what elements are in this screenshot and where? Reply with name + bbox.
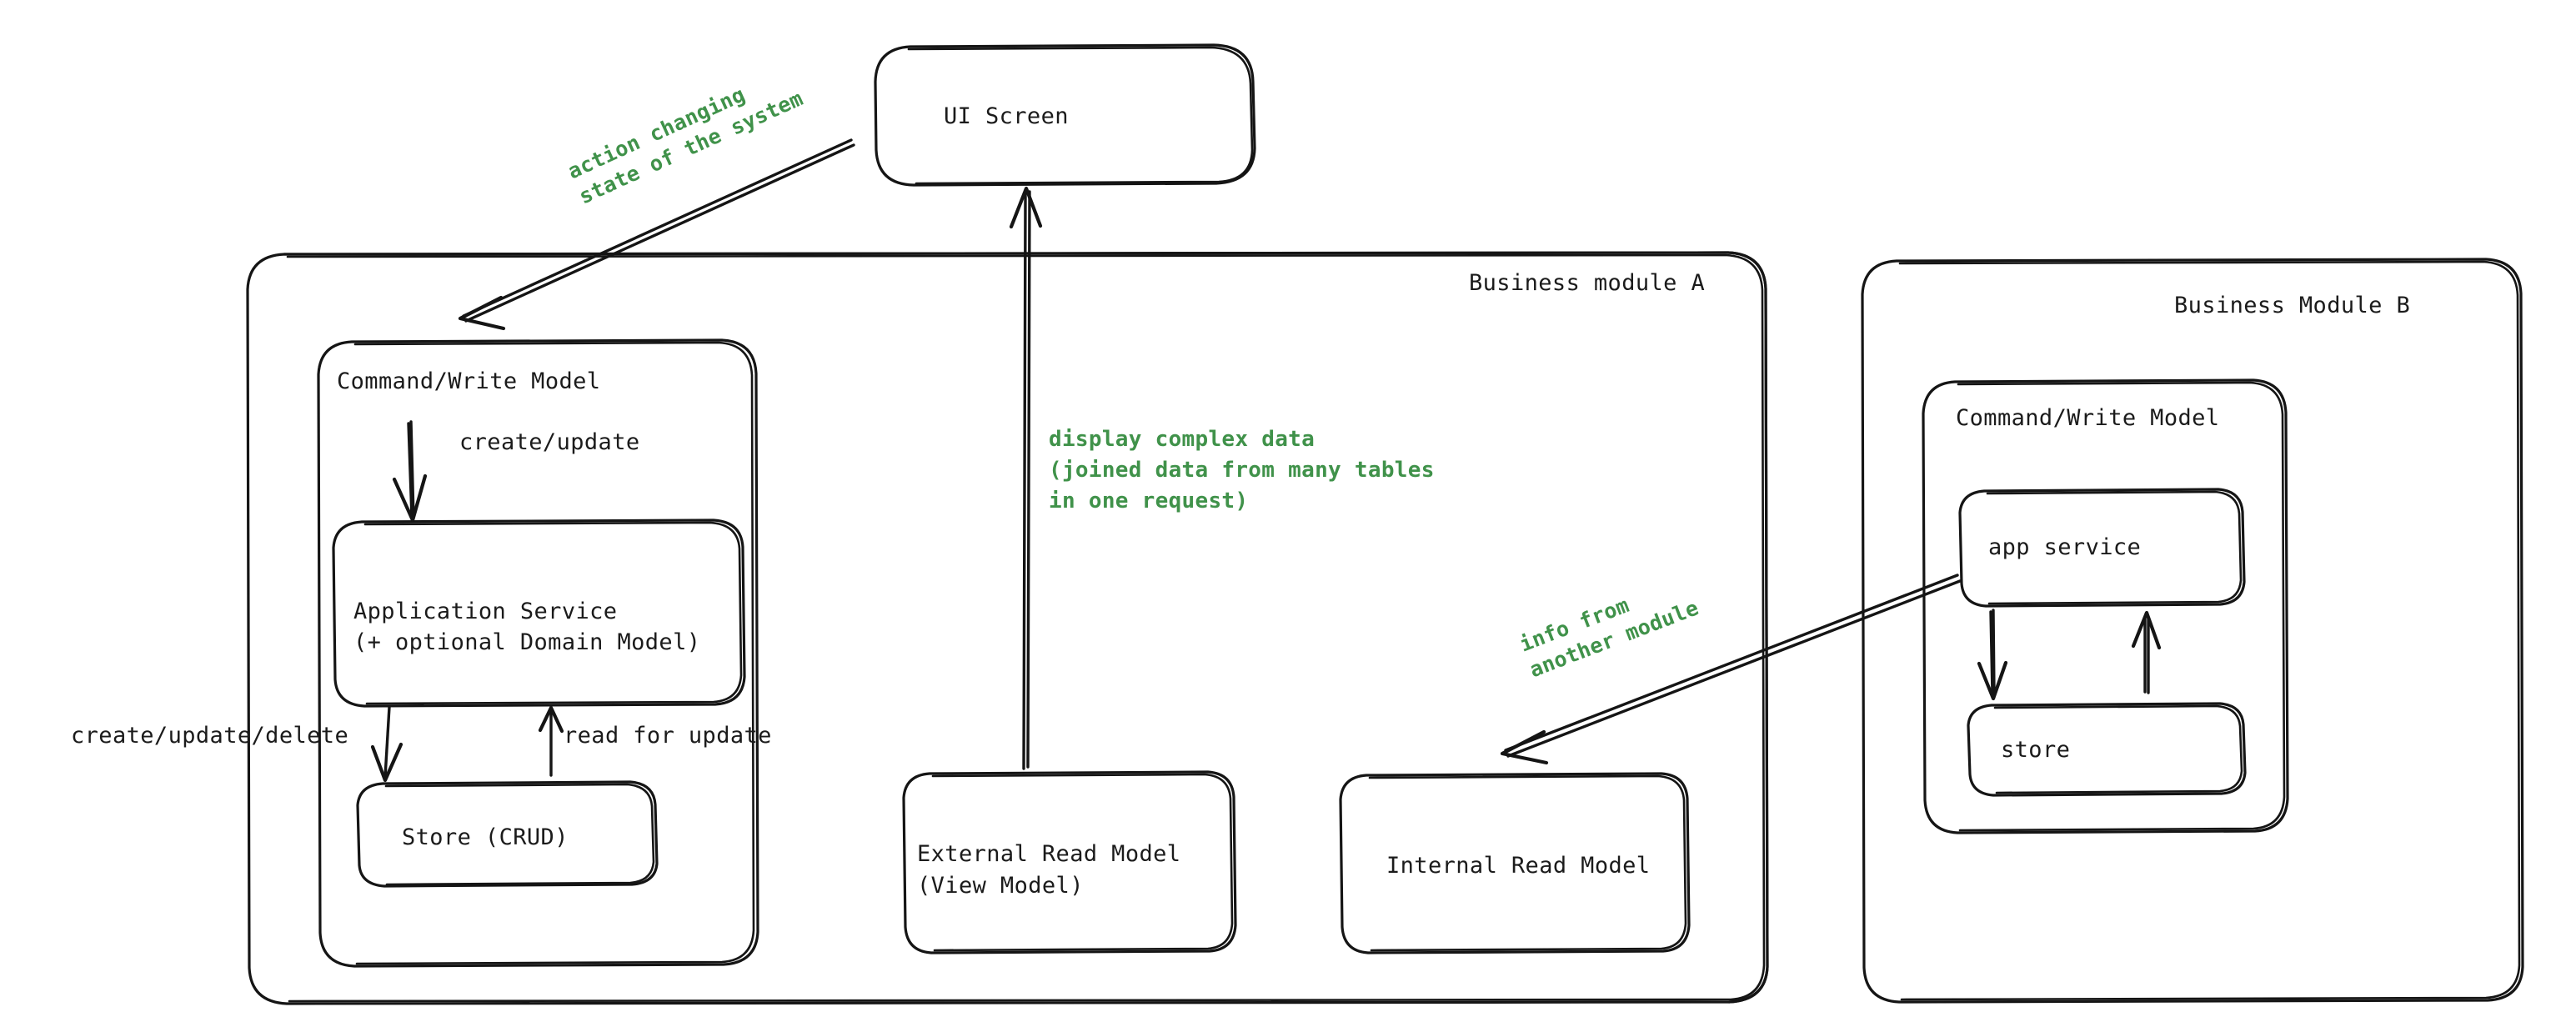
- node-store-b-label: store: [2001, 737, 2070, 763]
- container-module-b-command-write-model[interactable]: Command/Write Model: [1922, 378, 2289, 834]
- node-external-read-model-line2: (View Model): [917, 873, 1084, 899]
- container-business-module-a[interactable]: Business module A: [246, 251, 1769, 1005]
- node-ui-screen-label: UI Screen: [944, 103, 1069, 129]
- node-external-read-model[interactable]: External Read Model (View Model): [902, 770, 1237, 954]
- node-app-service-b[interactable]: app service: [1958, 488, 2246, 608]
- node-store-b[interactable]: store: [1967, 702, 2247, 797]
- arrow-create-update-delete: [370, 705, 403, 783]
- node-internal-read-model-label: Internal Read Model: [1386, 853, 1650, 879]
- node-app-service-b-label: app service: [1988, 534, 2141, 560]
- node-internal-read-model[interactable]: Internal Read Model: [1339, 772, 1691, 954]
- edge-label-read-for-update: read for update: [564, 723, 772, 749]
- container-module-a-command-write-model[interactable]: Command/Write Model: [317, 338, 759, 968]
- svg-text:(joined data from many tables: (joined data from many tables: [1049, 458, 1435, 483]
- container-business-module-b[interactable]: Business Module B: [1861, 258, 2524, 1004]
- container-business-module-a-label: Business module A: [1469, 270, 1705, 296]
- edge-label-create-update: create/update: [459, 429, 640, 455]
- edge-label-info-from-another-module: info from another module: [1516, 593, 1702, 682]
- node-ui-screen[interactable]: UI Screen: [874, 43, 1256, 187]
- arrow-b-service-to-store: [1977, 609, 2008, 701]
- container-module-a-cw-label: Command/Write Model: [337, 368, 600, 394]
- container-business-module-b-label: Business Module B: [2174, 293, 2410, 318]
- arrow-action-changing-state: [458, 138, 855, 331]
- arrow-display-complex-data: [1009, 186, 1043, 770]
- node-store-crud-label: Store (CRUD): [402, 824, 569, 850]
- container-module-b-cw-label: Command/Write Model: [1956, 405, 2219, 431]
- svg-text:display complex data: display complex data: [1049, 427, 1315, 452]
- svg-text:in one request): in one request): [1049, 488, 1248, 513]
- node-external-read-model-line1: External Read Model: [917, 841, 1180, 867]
- node-application-service-line1: Application Service: [353, 599, 617, 624]
- arrow-info-from-another-module: [1500, 574, 1962, 765]
- node-store-crud[interactable]: Store (CRUD): [356, 780, 659, 888]
- arrow-b-store-to-service: [2131, 610, 2162, 694]
- edge-label-create-update-delete: create/update/delete: [71, 723, 348, 749]
- edge-label-display-complex-data: display complex data (joined data from m…: [1049, 427, 1435, 513]
- node-application-service-line2: (+ optional Domain Model): [353, 629, 700, 655]
- edge-label-action-changing-state: action changing state of the system: [564, 83, 806, 209]
- node-application-service[interactable]: Application Service (+ optional Domain M…: [332, 519, 746, 708]
- arrow-read-for-update: [538, 705, 564, 777]
- arrow-create-update: [392, 420, 428, 523]
